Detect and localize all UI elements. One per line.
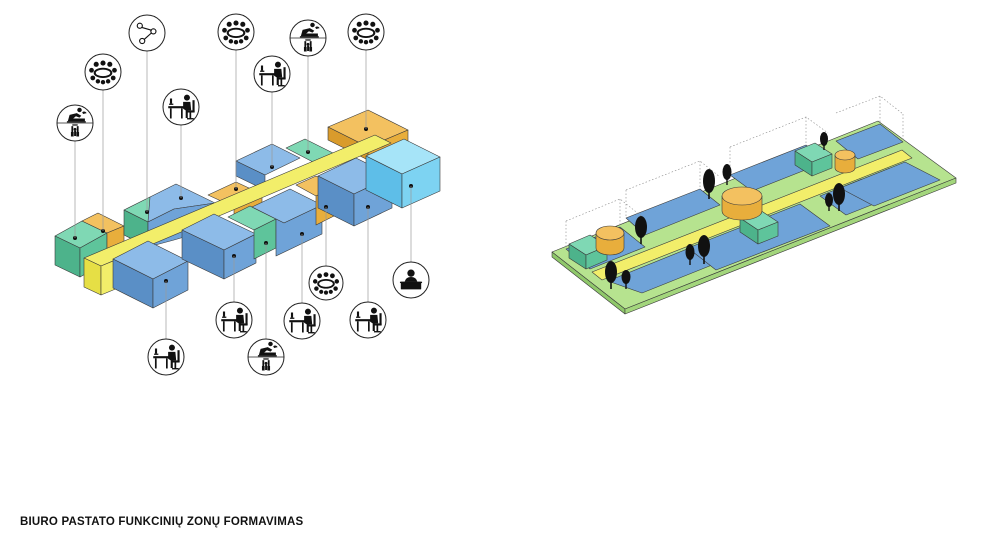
site-rest-block-2 bbox=[739, 209, 779, 245]
workplace-icon bbox=[253, 55, 291, 93]
network-icon bbox=[128, 14, 166, 52]
rest-icon bbox=[56, 104, 94, 142]
meeting-icon bbox=[84, 53, 122, 91]
trees bbox=[605, 132, 845, 289]
tree-icon bbox=[635, 216, 647, 244]
massing-model bbox=[54, 13, 441, 376]
workplace-icon bbox=[162, 88, 200, 126]
leader-lines bbox=[74, 50, 412, 339]
workplace-icon bbox=[283, 302, 321, 340]
page-title: BIURO PASTATO FUNKCINIŲ ZONŲ FORMAVIMAS bbox=[20, 516, 304, 528]
tree-icon bbox=[833, 183, 845, 211]
tree-icon bbox=[605, 261, 617, 289]
site-meeting-pod-1 bbox=[595, 225, 625, 256]
meeting-icon bbox=[217, 13, 255, 51]
tree-icon bbox=[685, 244, 695, 265]
tree-icon bbox=[722, 164, 732, 185]
site-meeting-pod-3 bbox=[834, 149, 856, 174]
rest-icon bbox=[247, 338, 285, 376]
block-work-near-1 bbox=[112, 240, 189, 309]
block-work-far-4 bbox=[235, 143, 301, 191]
workplace-icon bbox=[349, 301, 387, 339]
site-plan bbox=[551, 95, 957, 315]
meeting-icon bbox=[347, 13, 385, 51]
site-meeting-pod-2 bbox=[721, 186, 763, 221]
upper-floor-outlines bbox=[565, 95, 904, 249]
block-service-near-7 bbox=[365, 138, 441, 209]
tree-icon bbox=[698, 235, 710, 264]
workplace-icon bbox=[147, 338, 185, 376]
block-rest-near-3 bbox=[227, 205, 277, 260]
workplace-icon bbox=[215, 301, 253, 339]
tree-icon bbox=[703, 169, 715, 199]
site-rest-block-3 bbox=[794, 142, 833, 177]
rest-icon bbox=[289, 19, 327, 57]
meeting-icon bbox=[308, 265, 344, 301]
tree-icon bbox=[825, 193, 833, 211]
tree-icon bbox=[621, 270, 631, 289]
reception-icon bbox=[392, 261, 430, 299]
block-work-near-2 bbox=[181, 213, 257, 280]
tree-icon bbox=[820, 132, 828, 150]
